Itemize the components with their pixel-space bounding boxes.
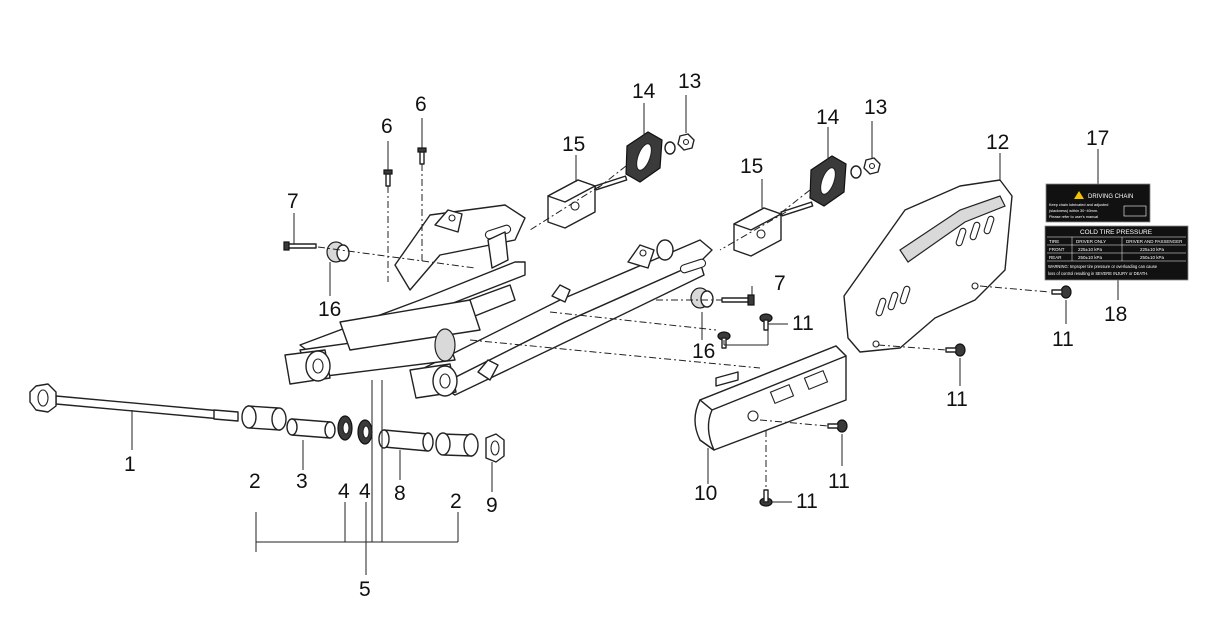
label-18-row1-passenger: 225±10 kPa bbox=[1140, 247, 1164, 252]
label-17-line3: Please refer to user's manual bbox=[1049, 215, 1098, 219]
leader-lines bbox=[131, 95, 1119, 575]
callout-18: 18 bbox=[1104, 303, 1127, 326]
label-18-title: COLD TIRE PRESSURE bbox=[1080, 229, 1153, 236]
label-18-warning-1: WARNING: Improper tire pressure or overl… bbox=[1048, 264, 1158, 269]
spacer-16-right bbox=[690, 287, 714, 309]
callout-4-right: 4 bbox=[359, 480, 371, 503]
callout-5: 5 bbox=[359, 578, 371, 601]
label-18-row2-tire: REAR bbox=[1049, 255, 1062, 260]
callout-2-right: 2 bbox=[450, 490, 462, 513]
bolt-7-right bbox=[721, 294, 755, 306]
driving-chain-label: DRIVING CHAIN Keep chain lubricated and … bbox=[1045, 183, 1151, 223]
chain-slack-icon bbox=[1123, 205, 1147, 217]
callout-14-left: 14 bbox=[632, 80, 656, 103]
label-18-row2-passenger: 250±10 kPa bbox=[1140, 255, 1164, 260]
collar-right bbox=[435, 432, 479, 457]
callout-10: 10 bbox=[694, 482, 717, 505]
bearing-right bbox=[357, 419, 373, 445]
callout-11-bottom: 11 bbox=[796, 490, 818, 513]
label-17-line1: Keep chain lubricated and adjusted bbox=[1049, 203, 1108, 207]
callouts: 1 2 3 4 4 8 2 9 5 7 7 6 6 16 16 15 15 14… bbox=[124, 70, 1127, 601]
adjuster-plate-14-left bbox=[625, 131, 663, 183]
callout-16-right: 16 bbox=[692, 340, 715, 363]
label-18-row1-tire: FRONT bbox=[1049, 247, 1065, 252]
screw-6-left bbox=[383, 169, 393, 187]
callout-15-right: 15 bbox=[740, 155, 763, 178]
adjuster-15-right bbox=[733, 201, 814, 257]
callout-8: 8 bbox=[394, 482, 406, 505]
screws-11 bbox=[717, 285, 1072, 507]
label-18-row1-driver: 225±10 kPa bbox=[1078, 247, 1102, 252]
callout-3: 3 bbox=[296, 470, 308, 493]
bearing-left bbox=[337, 415, 353, 441]
label-18-warning-2: loss of control resulting in SEVERE INJU… bbox=[1048, 271, 1148, 276]
callout-11-guard-left: 11 bbox=[946, 388, 968, 411]
callout-16-left: 16 bbox=[318, 298, 341, 321]
callout-11-slider: 11 bbox=[828, 470, 850, 493]
nut-13-right bbox=[850, 157, 881, 179]
collar-left bbox=[241, 405, 287, 431]
warning-triangle-icon bbox=[1074, 191, 1084, 199]
callout-9: 9 bbox=[486, 494, 498, 517]
pivot-bolt bbox=[29, 383, 239, 422]
callout-2-left: 2 bbox=[249, 470, 261, 493]
callout-13-left: 13 bbox=[678, 70, 701, 93]
swingarm bbox=[284, 204, 713, 399]
callout-7-left: 7 bbox=[287, 190, 299, 213]
callout-15-left: 15 bbox=[562, 133, 585, 156]
callout-12: 12 bbox=[986, 131, 1009, 154]
nut-13-left bbox=[664, 133, 695, 155]
chain-slider bbox=[694, 345, 847, 451]
label-18-header-passenger: DRIVER AND PASSENGER bbox=[1126, 239, 1183, 244]
callout-1: 1 bbox=[124, 453, 136, 476]
label-18-header-tire: TIRE bbox=[1049, 239, 1059, 244]
screw-6-right bbox=[417, 147, 427, 165]
chain-guard bbox=[843, 179, 1013, 353]
adjuster-plate-14-right bbox=[809, 155, 847, 207]
adjuster-15-left bbox=[547, 175, 628, 229]
callout-13-right: 13 bbox=[864, 96, 887, 119]
label-17-title: DRIVING CHAIN bbox=[1088, 194, 1133, 200]
alignment-lines bbox=[317, 164, 1051, 488]
callout-7-right: 7 bbox=[774, 272, 786, 295]
callout-11-upper: 11 bbox=[792, 312, 814, 335]
pivot-nut bbox=[485, 433, 505, 463]
callout-4-left: 4 bbox=[338, 480, 350, 503]
label-18-header-driver: DRIVER ONLY bbox=[1076, 239, 1106, 244]
tire-pressure-label: COLD TIRE PRESSURE TIRE DRIVER ONLY DRIV… bbox=[1044, 225, 1189, 281]
inner-sleeve bbox=[286, 418, 336, 439]
label-17-line2: (slackness) within 30~40mm. bbox=[1049, 209, 1098, 213]
label-18-row2-driver: 250±10 kPa bbox=[1078, 255, 1102, 260]
spacer-16-left bbox=[326, 241, 350, 263]
callout-6-left: 6 bbox=[381, 115, 393, 138]
callout-14-right: 14 bbox=[816, 106, 840, 129]
callout-17: 17 bbox=[1086, 127, 1109, 150]
bolt-7-left bbox=[283, 241, 317, 251]
spacer bbox=[378, 429, 434, 452]
callout-11-guard-right: 11 bbox=[1052, 328, 1074, 351]
callout-6-right: 6 bbox=[415, 93, 427, 116]
